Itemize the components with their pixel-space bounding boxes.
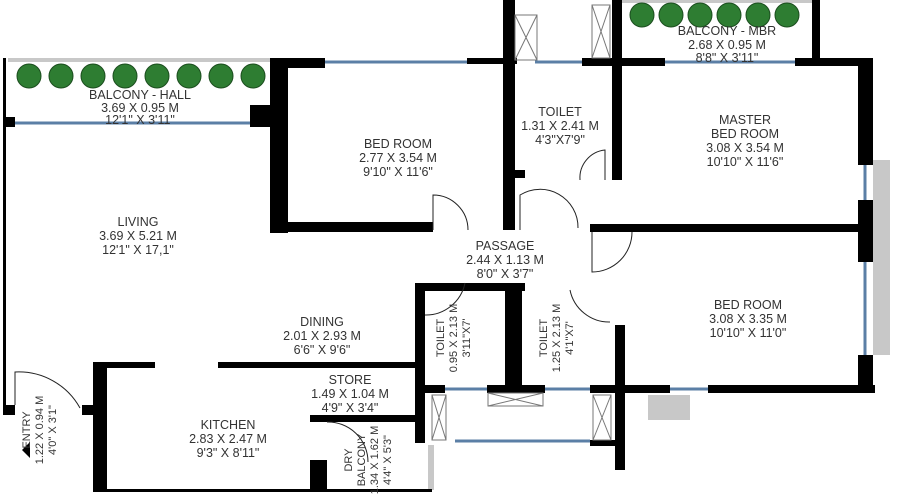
plant-icon bbox=[16, 63, 42, 89]
room-toilet-mbr: TOILET 1.31 X 2.41 M 4'3"X7'9" bbox=[521, 105, 599, 147]
svg-text:BED ROOM: BED ROOM bbox=[711, 127, 779, 141]
plant-icon bbox=[774, 2, 800, 28]
walls bbox=[3, 0, 875, 492]
svg-text:1.22 X 0.94 M: 1.22 X 0.94 M bbox=[34, 396, 46, 465]
svg-text:2.44 X 1.13 M: 2.44 X 1.13 M bbox=[466, 253, 544, 267]
plant-icon bbox=[80, 63, 106, 89]
ducts bbox=[431, 4, 612, 441]
svg-text:4'3"X7'9": 4'3"X7'9" bbox=[535, 133, 585, 147]
svg-text:BED ROOM: BED ROOM bbox=[714, 298, 782, 312]
svg-text:ENTRY: ENTRY bbox=[21, 411, 33, 449]
room-living: LIVING 3.69 X 5.21 M 12'1" X 17,1" bbox=[99, 215, 177, 257]
room-bedroom-2: BED ROOM 3.08 X 3.35 M 10'10" X 11'0" bbox=[709, 298, 787, 340]
svg-text:4'9" X 3'4": 4'9" X 3'4" bbox=[322, 401, 379, 415]
svg-text:12'1" X 17,1": 12'1" X 17,1" bbox=[102, 243, 174, 257]
svg-text:2.77 X 3.54 M: 2.77 X 3.54 M bbox=[359, 151, 437, 165]
svg-text:STORE: STORE bbox=[329, 373, 372, 387]
svg-text:BALCONY - HALL: BALCONY - HALL bbox=[89, 88, 191, 102]
room-passage: PASSAGE 2.44 X 1.13 M 8'0" X 3'7" bbox=[466, 239, 544, 281]
plant-icon bbox=[208, 63, 234, 89]
svg-text:DRY: DRY bbox=[343, 448, 355, 472]
svg-text:TOILET: TOILET bbox=[538, 105, 582, 119]
svg-text:12'1" X 3'11": 12'1" X 3'11" bbox=[105, 113, 175, 127]
room-toilet-3: TOILET 1.25 X 2.13 M 4'1"X7' bbox=[538, 304, 576, 373]
room-balcony-mbr: BALCONY - MBR 2.68 X 0.95 M 8'8" X 3'11" bbox=[678, 24, 776, 65]
svg-text:10'10" X 11'0": 10'10" X 11'0" bbox=[710, 326, 787, 340]
svg-text:BALCONY - MBR: BALCONY - MBR bbox=[678, 24, 776, 38]
svg-text:6'6" X 9'6": 6'6" X 9'6" bbox=[294, 343, 351, 357]
room-dry-balcony: DRY BALCONY 1.34 X 1.62 M 4'4" X 5'3" bbox=[343, 426, 394, 495]
room-toilet-2: TOILET 0.95 X 2.13 M 3'11"X7' bbox=[435, 304, 473, 373]
plant-icon bbox=[716, 2, 742, 28]
svg-text:4'0" X 3'1": 4'0" X 3'1" bbox=[47, 405, 59, 455]
svg-text:BALCONY: BALCONY bbox=[356, 433, 368, 486]
entry-arrow-icon bbox=[22, 442, 30, 458]
svg-text:4'1"X7': 4'1"X7' bbox=[564, 321, 576, 355]
svg-text:8'0" X 3'7": 8'0" X 3'7" bbox=[477, 267, 534, 281]
balcony-mbr-plants bbox=[629, 2, 800, 28]
plant-icon bbox=[112, 63, 138, 89]
doors bbox=[14, 149, 633, 463]
svg-text:3.08 X 3.35 M: 3.08 X 3.35 M bbox=[709, 312, 787, 326]
svg-text:DINING: DINING bbox=[300, 315, 344, 329]
svg-text:3.69 X 5.21 M: 3.69 X 5.21 M bbox=[99, 229, 177, 243]
plant-icon bbox=[658, 2, 684, 28]
svg-text:LIVING: LIVING bbox=[118, 215, 159, 229]
svg-text:3'11"X7': 3'11"X7' bbox=[461, 318, 473, 357]
room-bedroom-1: BED ROOM 2.77 X 3.54 M 9'10" X 11'6" bbox=[359, 137, 437, 179]
plant-icon bbox=[176, 63, 202, 89]
svg-text:KITCHEN: KITCHEN bbox=[201, 418, 256, 432]
svg-text:3.08 X 3.54 M: 3.08 X 3.54 M bbox=[706, 141, 784, 155]
svg-text:PASSAGE: PASSAGE bbox=[476, 239, 535, 253]
plant-icon bbox=[629, 2, 655, 28]
svg-text:4'4" X 5'3": 4'4" X 5'3" bbox=[382, 435, 394, 485]
svg-text:MASTER: MASTER bbox=[719, 113, 771, 127]
balcony-hall-plants bbox=[16, 63, 266, 89]
plant-icon bbox=[240, 63, 266, 89]
ledges bbox=[8, 0, 890, 490]
windows bbox=[14, 60, 867, 488]
room-store: STORE 1.49 X 1.04 M 4'9" X 3'4" bbox=[311, 373, 389, 415]
plant-icon bbox=[745, 2, 771, 28]
svg-text:BED ROOM: BED ROOM bbox=[364, 137, 432, 151]
plant-icon bbox=[144, 63, 170, 89]
room-balcony-hall: BALCONY - HALL 3.69 X 0.95 M 12'1" X 3'1… bbox=[89, 88, 191, 127]
svg-text:2.68 X 0.95 M: 2.68 X 0.95 M bbox=[688, 38, 766, 52]
svg-text:9'10" X 11'6": 9'10" X 11'6" bbox=[363, 165, 433, 179]
room-master-bedroom: MASTER BED ROOM 3.08 X 3.54 M 10'10" X 1… bbox=[706, 113, 784, 169]
svg-text:TOILET: TOILET bbox=[538, 319, 550, 358]
svg-text:1.25 X 2.13 M: 1.25 X 2.13 M bbox=[551, 304, 563, 373]
svg-text:2.01 X 2.93 M: 2.01 X 2.93 M bbox=[283, 329, 361, 343]
svg-text:1.34 X 1.62 M: 1.34 X 1.62 M bbox=[369, 426, 381, 495]
svg-text:1.31 X 2.41 M: 1.31 X 2.41 M bbox=[521, 119, 599, 133]
room-entry: ENTRY 1.22 X 0.94 M 4'0" X 3'1" bbox=[21, 396, 59, 465]
svg-text:9'3" X 8'11": 9'3" X 8'11" bbox=[197, 446, 260, 460]
svg-text:8'8" X 3'11": 8'8" X 3'11" bbox=[696, 51, 759, 65]
svg-text:1.49 X 1.04 M: 1.49 X 1.04 M bbox=[311, 387, 389, 401]
plant-icon bbox=[48, 63, 74, 89]
svg-text:TOILET: TOILET bbox=[435, 319, 447, 358]
svg-text:2.83 X 2.47 M: 2.83 X 2.47 M bbox=[189, 432, 267, 446]
svg-text:3.69 X 0.95 M: 3.69 X 0.95 M bbox=[101, 101, 179, 115]
svg-text:0.95 X 2.13 M: 0.95 X 2.13 M bbox=[448, 304, 460, 373]
plant-icon bbox=[687, 2, 713, 28]
room-kitchen: KITCHEN 2.83 X 2.47 M 9'3" X 8'11" bbox=[189, 418, 267, 460]
room-dining: DINING 2.01 X 2.93 M 6'6" X 9'6" bbox=[283, 315, 361, 357]
svg-text:10'10" X 11'6": 10'10" X 11'6" bbox=[707, 155, 784, 169]
